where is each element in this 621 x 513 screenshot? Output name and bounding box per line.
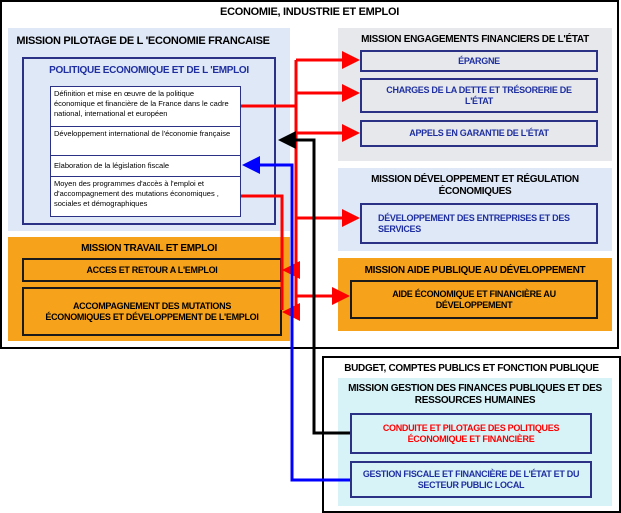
program-epargne: ÉPARGNE bbox=[360, 50, 598, 72]
mission-developpement bbox=[338, 168, 612, 251]
program-entreprises-services: DÉVELOPPEMENT DES ENTREPRISES ET DES SER… bbox=[360, 203, 598, 244]
program-appels-garantie: APPELS EN GARANTIE DE L'ÉTAT bbox=[360, 120, 598, 147]
mission-developpement-title: MISSION DÉVELOPPEMENT ET RÉGULATION ÉCON… bbox=[371, 174, 579, 197]
black-connector bbox=[278, 131, 350, 435]
mission-gestion bbox=[338, 378, 612, 506]
program-gestion-fiscale: GESTION FISCALE ET FINANCIÈRE DE L'ÉTAT … bbox=[350, 461, 592, 498]
action-item: Elaboration de la législation fiscale bbox=[51, 156, 240, 177]
program-mutations: ACCOMPAGNEMENT DES MUTATIONS ÉCONOMIQUES… bbox=[22, 287, 282, 336]
mission-travail-title: MISSION TRAVAIL ET EMPLOI bbox=[81, 243, 217, 254]
budget-section-title: BUDGET, COMPTES PUBLICS ET FONCTION PUBL… bbox=[344, 363, 599, 374]
red-connectors bbox=[241, 51, 360, 321]
mission-aide-title: MISSION AIDE PUBLIQUE AU DÉVELOPPEMENT bbox=[364, 265, 586, 276]
program-conduite-pilotage: CONDUITE ET PILOTAGE DES POLITIQUES ÉCON… bbox=[350, 413, 592, 454]
economie-section bbox=[0, 0, 619, 349]
economie-section-title: ECONOMIE, INDUSTRIE ET EMPLOI bbox=[220, 6, 399, 18]
program-politique-title: POLITIQUE ECONOMIQUE ET DE L 'EMPLOI bbox=[49, 65, 249, 76]
action-item: Développement international de l'économi… bbox=[51, 127, 240, 156]
action-item: Moyen des programmes d'accès à l'emploi … bbox=[54, 179, 219, 208]
blue-connector bbox=[242, 156, 350, 482]
program-politique-economique bbox=[22, 57, 276, 225]
program-charges-dette: CHARGES DE LA DETTE ET TRÉSORERIE DE L'É… bbox=[360, 78, 598, 113]
program-aide-economique: AIDE ÉCONOMIQUE ET FINANCIÈRE AU DÉVELOP… bbox=[350, 280, 598, 319]
mission-pilotage-title: MISSION PILOTAGE DE L 'ECONOMIE FRANCAIS… bbox=[16, 35, 270, 47]
program-acces-emploi: ACCES ET RETOUR A L'EMPLOI bbox=[22, 258, 282, 282]
mission-engagements-title: MISSION ENGAGEMENTS FINANCIERS DE L'ÉTAT bbox=[361, 34, 589, 45]
mission-gestion-title: MISSION GESTION DES FINANCES PUBLIQUES E… bbox=[348, 383, 602, 406]
action-item: Définition et mise en œuvre de la politi… bbox=[51, 87, 240, 127]
actions-list: Définition et mise en œuvre de la politi… bbox=[50, 86, 241, 217]
